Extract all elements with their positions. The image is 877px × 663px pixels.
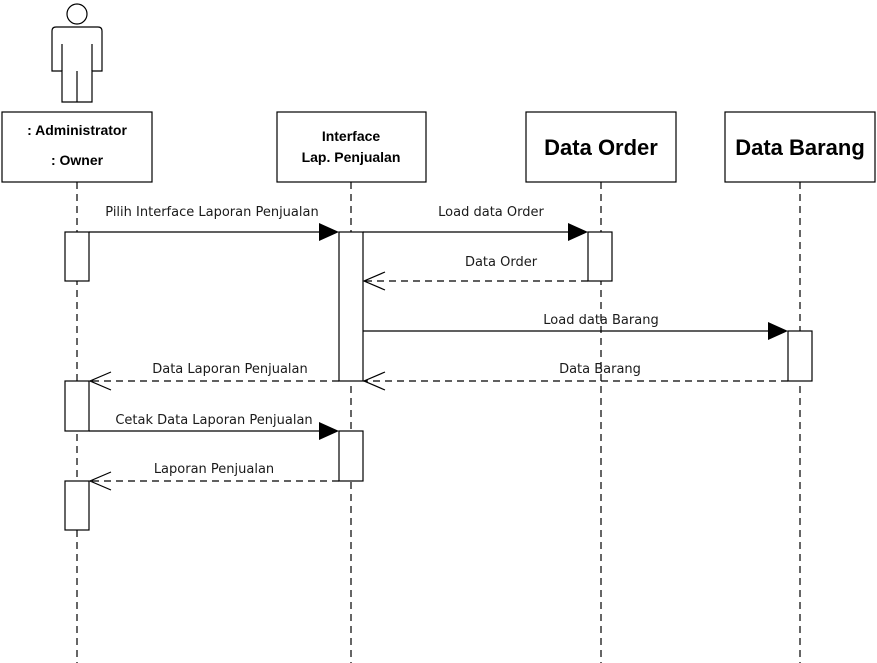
participant-interface-line-1: Interface (322, 128, 381, 144)
participant-admin: : Administrator : Owner (1, 111, 153, 183)
activation-admin-3 (64, 480, 90, 531)
message-load-data-order: Load data Order (363, 205, 588, 241)
message-data-order-return: Data Order (362, 255, 588, 291)
person-icon (51, 3, 103, 103)
activation-data-barang (787, 330, 813, 382)
participant-interface: Interface Lap. Penjualan (276, 111, 427, 183)
message-data-laporan-return-label: Data Laporan Penjualan (152, 362, 308, 377)
message-load-data-order-label: Load data Order (438, 205, 544, 220)
message-cetak-data-laporan-label: Cetak Data Laporan Penjualan (115, 413, 312, 428)
message-load-data-barang-label: Load data Barang (543, 313, 658, 328)
message-laporan-penjualan-return-label: Laporan Penjualan (154, 462, 274, 477)
message-pilih-interface: Pilih Interface Laporan Penjualan (89, 205, 339, 241)
participant-data-order: Data Order (525, 111, 677, 183)
activation-admin-1 (64, 231, 90, 282)
participant-admin-role-1: : Administrator (27, 122, 127, 138)
message-load-data-barang: Load data Barang (363, 313, 788, 340)
message-data-barang-return: Data Barang (362, 362, 788, 391)
participant-admin-role-2: : Owner (51, 152, 104, 168)
activation-interface-2 (338, 430, 364, 482)
activation-admin-2 (64, 380, 90, 432)
message-pilih-interface-label: Pilih Interface Laporan Penjualan (105, 205, 318, 220)
message-data-order-return-label: Data Order (465, 255, 538, 270)
message-data-barang-return-label: Data Barang (559, 362, 641, 377)
message-data-laporan-return: Data Laporan Penjualan (88, 362, 339, 391)
activation-data-order (587, 231, 613, 282)
participant-data-order-label: Data Order (544, 135, 658, 160)
participant-data-barang: Data Barang (724, 111, 876, 183)
participant-data-barang-label: Data Barang (735, 135, 865, 160)
activation-interface-1 (338, 231, 364, 382)
participant-interface-line-2: Lap. Penjualan (302, 149, 401, 165)
message-cetak-data-laporan: Cetak Data Laporan Penjualan (89, 413, 339, 440)
message-laporan-penjualan-return: Laporan Penjualan (88, 462, 339, 491)
